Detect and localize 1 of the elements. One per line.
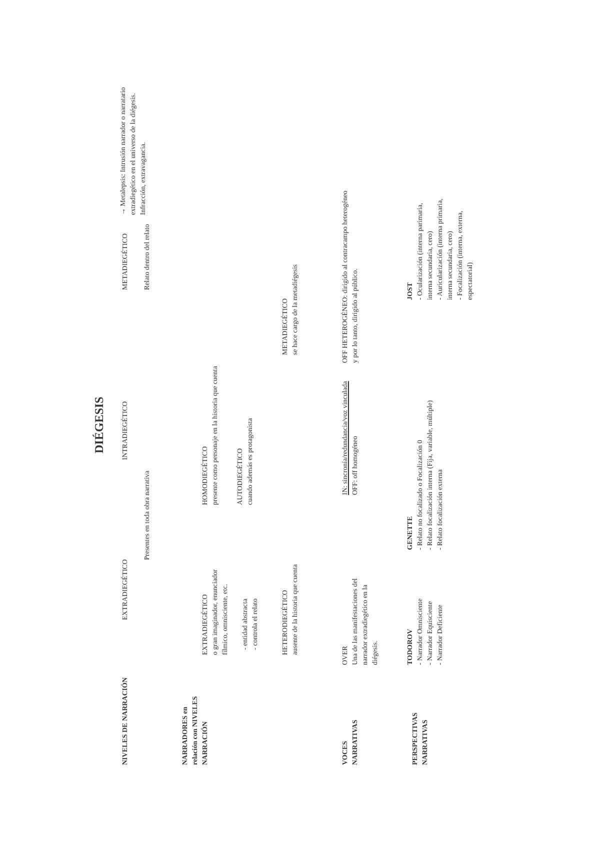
title: DIÉGESIS: [92, 396, 107, 456]
